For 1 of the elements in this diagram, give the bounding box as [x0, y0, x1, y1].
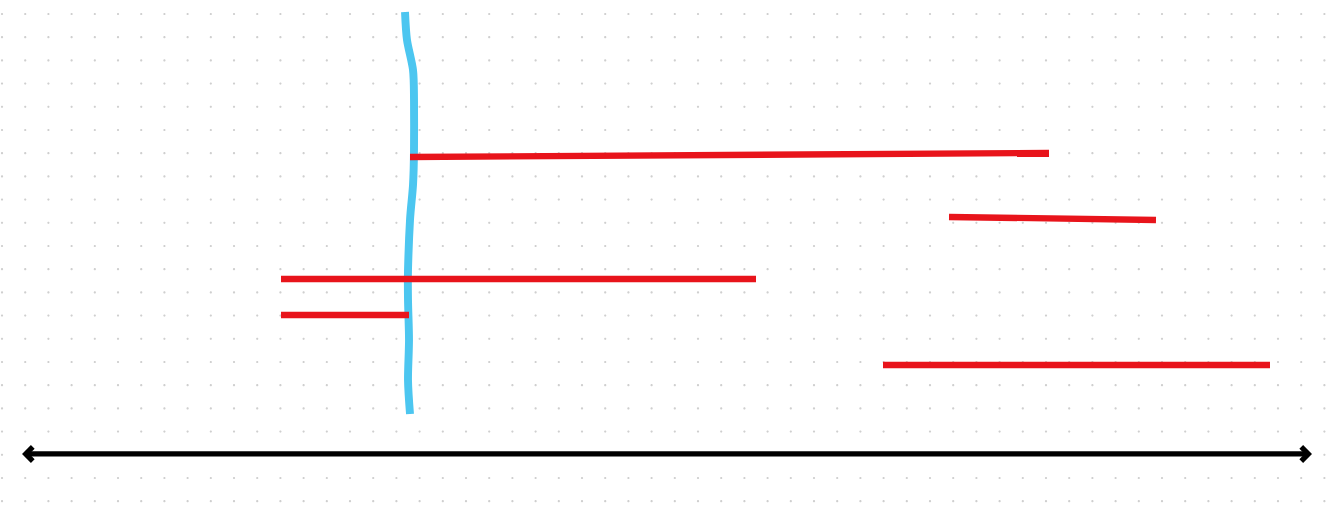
- line-segment: [948, 213, 1157, 224]
